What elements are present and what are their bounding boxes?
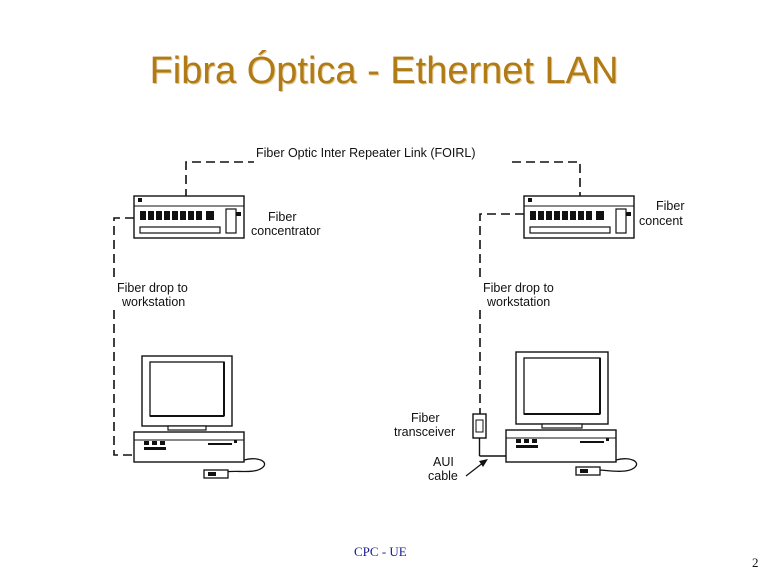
- foirl-label: Fiber Optic Inter Repeater Link (FOIRL): [256, 146, 476, 160]
- concentrator-right: [523, 195, 635, 239]
- page-number: 2: [752, 555, 759, 570]
- foirl-link: [185, 161, 581, 198]
- concentrator-left: [133, 195, 245, 239]
- fiber-drop-right: [479, 213, 524, 414]
- drop-left-label-2: workstation: [121, 295, 185, 309]
- fiber-transceiver: [472, 413, 506, 457]
- concentrator-right-label-1: Fiber: [656, 199, 684, 213]
- workstation-right: [505, 351, 638, 476]
- drop-right-label-2: workstation: [486, 295, 550, 309]
- workstation-left: [133, 355, 266, 479]
- aui-label-2: cable: [428, 469, 458, 483]
- transceiver-label-1: Fiber: [411, 411, 439, 425]
- drop-left-label-1: Fiber drop to: [117, 281, 188, 295]
- concentrator-left-label-1: Fiber: [268, 210, 296, 224]
- aui-label-1: AUI: [433, 455, 454, 469]
- aui-arrow: [465, 459, 488, 477]
- concentrator-right-label-2: concent: [639, 214, 683, 228]
- fiber-drop-left: [113, 217, 134, 456]
- footer-text: CPC - UE: [354, 544, 407, 559]
- transceiver-label-2: transceiver: [394, 425, 455, 439]
- concentrator-left-label-2: concentrator: [251, 224, 320, 238]
- drop-right-label-1: Fiber drop to: [483, 281, 554, 295]
- slide-title: Fibra Óptica - Ethernet LAN: [149, 50, 619, 92]
